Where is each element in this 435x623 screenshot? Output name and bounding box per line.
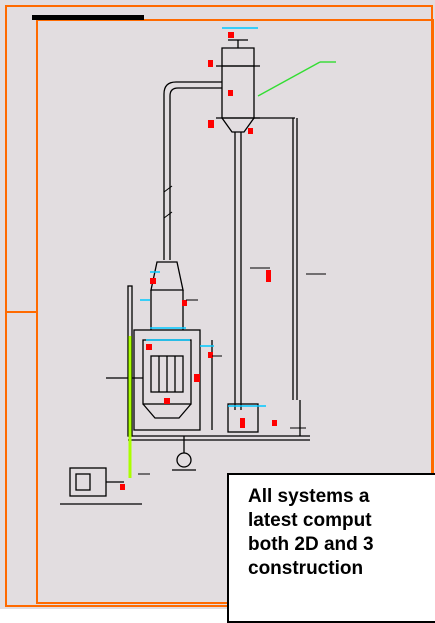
caption-text: All systems a latest comput both 2D and … bbox=[248, 485, 435, 581]
base-hotwell bbox=[227, 403, 259, 433]
callout-lines bbox=[257, 61, 336, 97]
cad-drawing-sheet bbox=[0, 0, 435, 609]
caption-line: both 2D and 3 bbox=[248, 534, 374, 555]
vapour-line bbox=[163, 81, 222, 260]
upper-column-cone bbox=[221, 117, 255, 133]
dimension-lines bbox=[140, 27, 266, 407]
instrument-tags bbox=[120, 32, 277, 490]
caption-line: construction bbox=[248, 558, 364, 579]
middle-vessel bbox=[150, 290, 184, 330]
evaporator-cone bbox=[142, 403, 192, 419]
title-bar bbox=[32, 15, 144, 20]
pump-casing bbox=[176, 452, 192, 468]
caption-line: latest comput bbox=[248, 510, 372, 531]
caption-line: All systems a bbox=[248, 486, 370, 507]
caption-box: All systems a latest comput both 2D and … bbox=[227, 473, 435, 623]
piping-and-vessels bbox=[60, 39, 310, 505]
upper-column-body bbox=[221, 66, 255, 119]
upper-column-top bbox=[221, 47, 255, 67]
annotation-stubs bbox=[138, 185, 326, 475]
vapour-line-inner bbox=[169, 87, 222, 260]
middle-vessel-top bbox=[150, 261, 184, 291]
